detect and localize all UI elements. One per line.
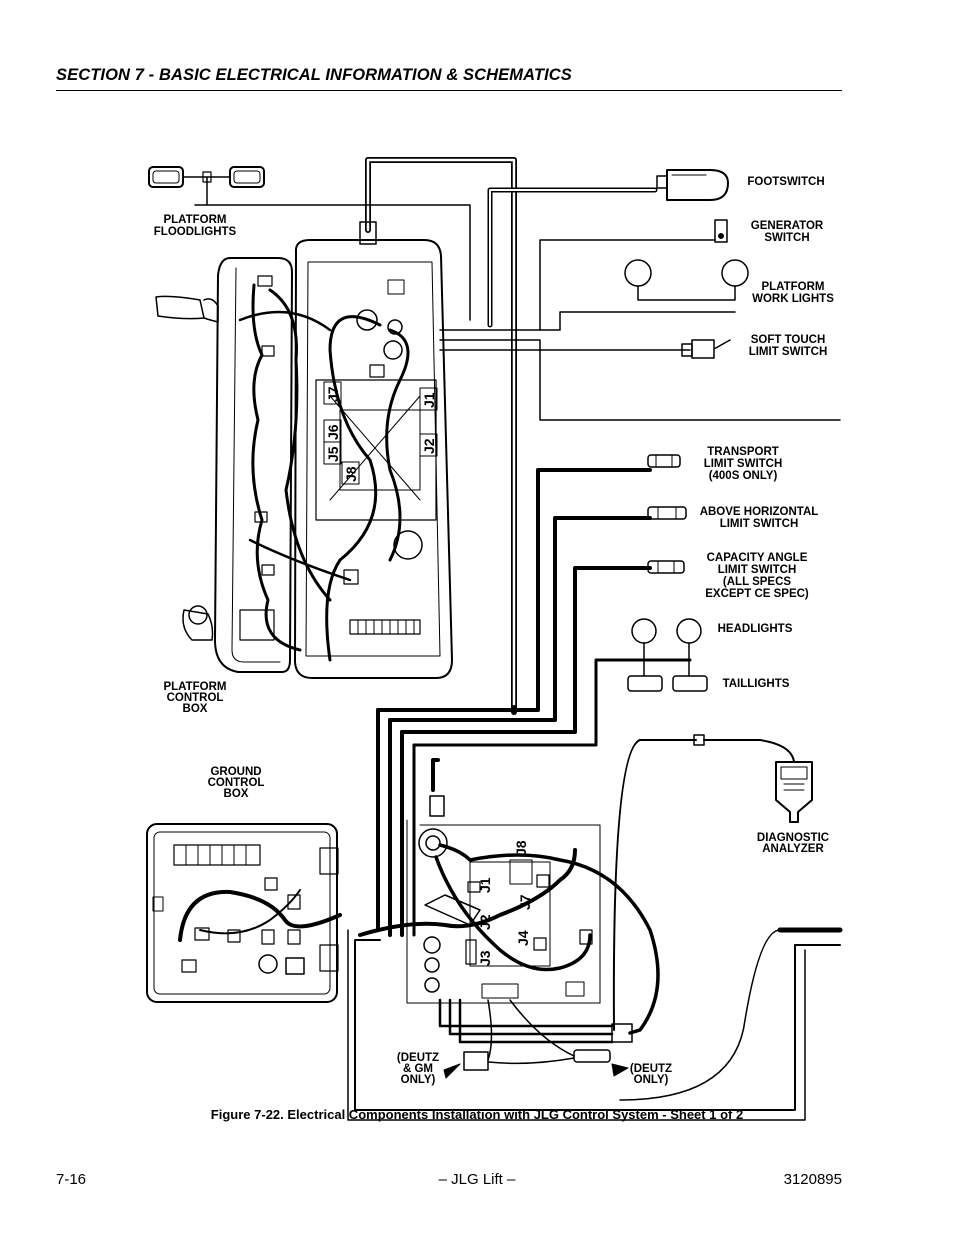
- headlights-label: HEADLIGHTS: [718, 623, 793, 635]
- platform-connector-j5: J5: [325, 446, 341, 462]
- footswitch: [656, 169, 729, 201]
- ground-connector-j1: J1: [477, 877, 493, 893]
- section-header: SECTION 7 - BASIC ELECTRICAL INFORMATION…: [56, 66, 572, 84]
- ground-connector-j2: J2: [477, 914, 493, 930]
- ground-connector-j8: J8: [513, 840, 529, 856]
- platform-floodlights-label-line1: PLATFORM: [163, 214, 226, 226]
- capacity-angle-label-line1: CAPACITY ANGLE: [707, 552, 808, 564]
- capacity-angle-label-line3: (ALL SPECS: [723, 576, 791, 588]
- ground-control-box-label-line1: GROUND: [210, 766, 261, 778]
- ground-module: [358, 758, 660, 1079]
- platform-control-box-label-line1: PLATFORM: [163, 681, 226, 693]
- above-horizontal-label-line2: LIMIT SWITCH: [720, 518, 799, 530]
- generator-switch-label-line1: GENERATOR: [751, 220, 824, 232]
- capacity-angle-label-line4: EXCEPT CE SPEC): [705, 588, 809, 600]
- platform-work-lights-label-line2: WORK LIGHTS: [752, 293, 834, 305]
- platform-work-lights: [624, 259, 749, 301]
- ground-control-box-label-line3: BOX: [224, 788, 249, 800]
- capacity-angle-label-line2: LIMIT SWITCH: [718, 564, 797, 576]
- platform-work-lights-label-line1: PLATFORM: [761, 281, 824, 293]
- footer-page-number: 7-16: [56, 1171, 87, 1188]
- diagnostic-analyzer-label-line2: ANALYZER: [762, 843, 824, 855]
- soft-touch-label-line2: LIMIT SWITCH: [749, 346, 828, 358]
- deutz-gm-label-line1: (DEUTZ: [397, 1052, 439, 1064]
- transport-label-line3: (400S ONLY): [709, 470, 778, 482]
- platform-connector-j1: J1: [421, 392, 437, 408]
- ground-control-box-label-line2: CONTROL: [208, 777, 265, 789]
- generator-switch: [714, 219, 728, 243]
- taillights-label: TAILLIGHTS: [723, 678, 790, 690]
- soft-touch-label-line1: SOFT TOUCH: [751, 334, 826, 346]
- capacity-angle-limit-switch-sensor: [647, 560, 685, 574]
- platform-connector-j6: J6: [325, 424, 341, 440]
- platform-connector-j2: J2: [421, 438, 437, 454]
- platform-control-box-label-line3: BOX: [183, 703, 208, 715]
- platform-connector-labels: [323, 381, 438, 485]
- footer-doc-number: 3120895: [783, 1171, 842, 1188]
- transport-label-line1: TRANSPORT: [707, 446, 779, 458]
- ground-connector-j3: J3: [477, 950, 493, 966]
- soft-touch-limit-switch: [681, 339, 731, 359]
- platform-control-box: [155, 221, 453, 679]
- above-horizontal-limit-switch-sensor: [647, 506, 687, 520]
- ground-control-box: [146, 823, 342, 1003]
- ground-connector-j7: J7: [517, 894, 533, 910]
- generator-switch-label-line2: SWITCH: [764, 232, 809, 244]
- platform-floodlights: [148, 166, 471, 321]
- footswitch-label: FOOTSWITCH: [747, 176, 824, 188]
- deutz-gm-label-line3: ONLY): [401, 1074, 436, 1086]
- transport-label-line2: LIMIT SWITCH: [704, 458, 783, 470]
- transport-limit-switch-sensor: [647, 454, 681, 468]
- deutz-only-label-line1: (DEUTZ: [630, 1063, 672, 1075]
- above-horizontal-label-line1: ABOVE HORIZONTAL: [700, 506, 819, 518]
- platform-connector-j7: J7: [325, 386, 341, 402]
- ground-connector-j4: J4: [515, 930, 531, 946]
- figure-caption: Figure 7-22. Electrical Components Insta…: [210, 1107, 744, 1122]
- diagnostic-analyzer-label-line1: DIAGNOSTIC: [757, 832, 829, 844]
- main-harness: [347, 157, 843, 1121]
- platform-floodlights-label-line2: FLOODLIGHTS: [154, 226, 237, 238]
- diagnostic-analyzer: [612, 734, 813, 1031]
- deutz-only-label-line2: ONLY): [634, 1074, 669, 1086]
- header-rule: [56, 90, 842, 91]
- deutz-gm-label-line2: & GM: [403, 1063, 433, 1075]
- footer-center-text: – JLG Lift –: [438, 1171, 516, 1188]
- headlights-and-taillights: [627, 618, 708, 692]
- platform-control-box-label-line2: CONTROL: [167, 692, 224, 704]
- platform-connector-j8: J8: [343, 466, 359, 482]
